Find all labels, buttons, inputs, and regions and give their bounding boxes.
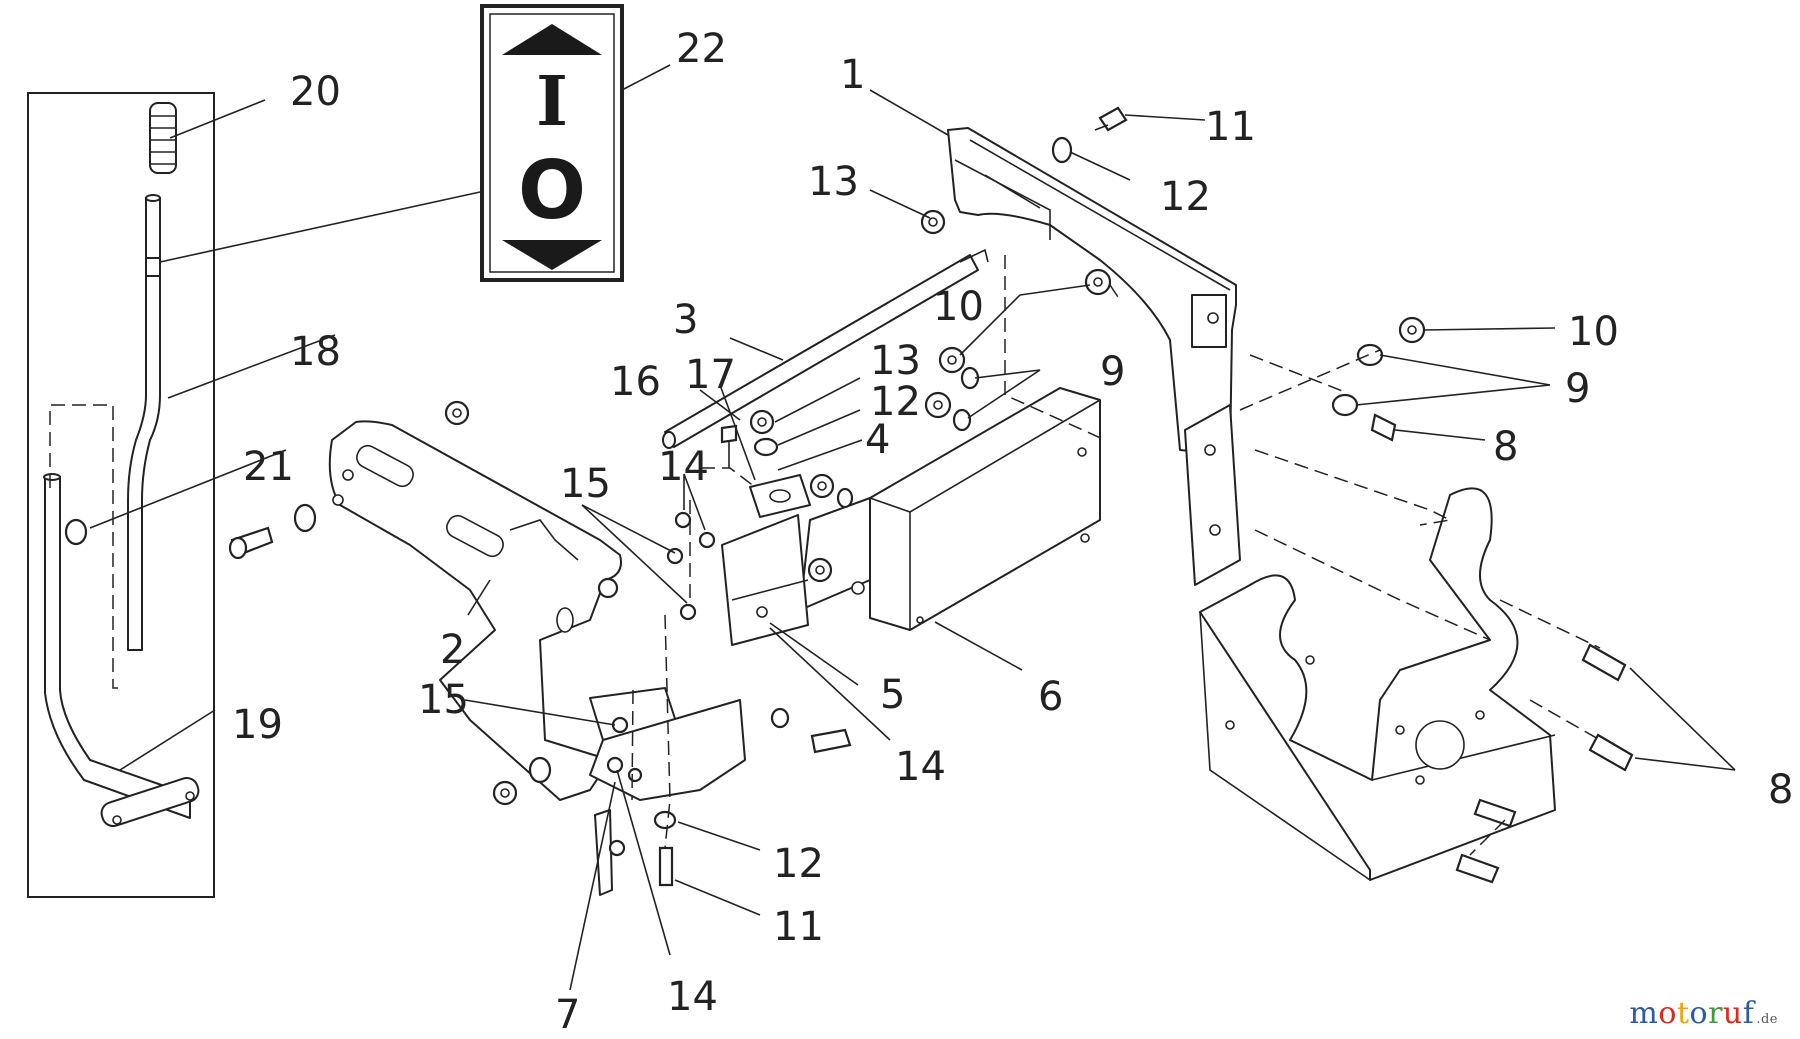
base-bracket [1199,487,1556,881]
callout-9-right: 9 [1565,366,1590,412]
leader-lines [89,64,1736,991]
callout-16: 16 [610,359,661,405]
callout-5: 5 [880,672,905,718]
watermark-letter: t [1676,996,1690,1031]
callout-14-upper: 14 [658,444,709,490]
callout-12-bottom: 12 [773,841,824,887]
plate-part-4 [749,474,811,518]
callout-17: 17 [685,352,736,398]
callout-15-upper: 15 [560,461,611,507]
callout-18: 18 [290,329,341,375]
callout-15-lower: 15 [418,677,469,723]
hardware [228,106,1634,887]
watermark-letter: u [1722,996,1743,1031]
spring-part-20 [149,102,177,174]
rod-part-19 [43,473,200,828]
callout-19: 19 [232,702,283,748]
motoruf-watermark: motoruf.de [1629,996,1778,1031]
callout-14-middle: 14 [895,744,946,790]
callout-8-upper: 8 [1493,424,1518,470]
lever-inset [27,92,215,898]
callout-12-center: 12 [870,379,921,425]
callout-21: 21 [243,444,294,490]
lever-rod-part-18 [127,194,161,651]
side-plate [1184,404,1241,586]
watermark-letter: o [1658,996,1677,1031]
callout-1: 1 [840,52,865,98]
callout-14-bottom: 14 [667,974,718,1020]
decal-part-22: I O [480,4,624,282]
callout-9-center: 9 [1100,349,1125,395]
watermark-letter: o [1689,996,1709,1031]
shaft-part-3 [662,248,989,449]
callout-11-bottom: 11 [773,904,824,950]
watermark-letter: m [1629,996,1659,1031]
watermark-tld: .de [1756,1012,1778,1027]
plate-part-5 [721,514,809,646]
callout-3: 3 [673,297,698,343]
assembly-lines [631,255,1601,856]
callout-13-center: 13 [870,338,921,384]
callout-11-top: 11 [1205,104,1256,150]
callout-10-center: 10 [933,284,984,330]
callout-labels: 1 2 3 4 5 6 7 8 8 9 9 10 10 11 11 12 12 … [232,26,1793,1038]
clip-part-21 [64,518,88,546]
watermark-letter: r [1708,996,1723,1031]
callout-20: 20 [290,69,341,115]
bracket-part-2 [328,420,622,801]
callout-12-top: 12 [1160,174,1211,220]
watermark-letter: f [1742,996,1755,1031]
callout-4: 4 [865,417,890,463]
callout-6: 6 [1038,674,1063,720]
decal-symbol-bottom: O [518,144,586,237]
callout-2: 2 [440,627,465,673]
decal-symbol-top: I [536,62,568,142]
callout-10-right: 10 [1568,309,1619,355]
callout-7: 7 [555,992,580,1038]
callout-13-top: 13 [808,159,859,205]
box-tube-part-6 [799,387,1101,631]
callout-22: 22 [676,26,727,72]
callout-8-lower: 8 [1768,767,1793,813]
